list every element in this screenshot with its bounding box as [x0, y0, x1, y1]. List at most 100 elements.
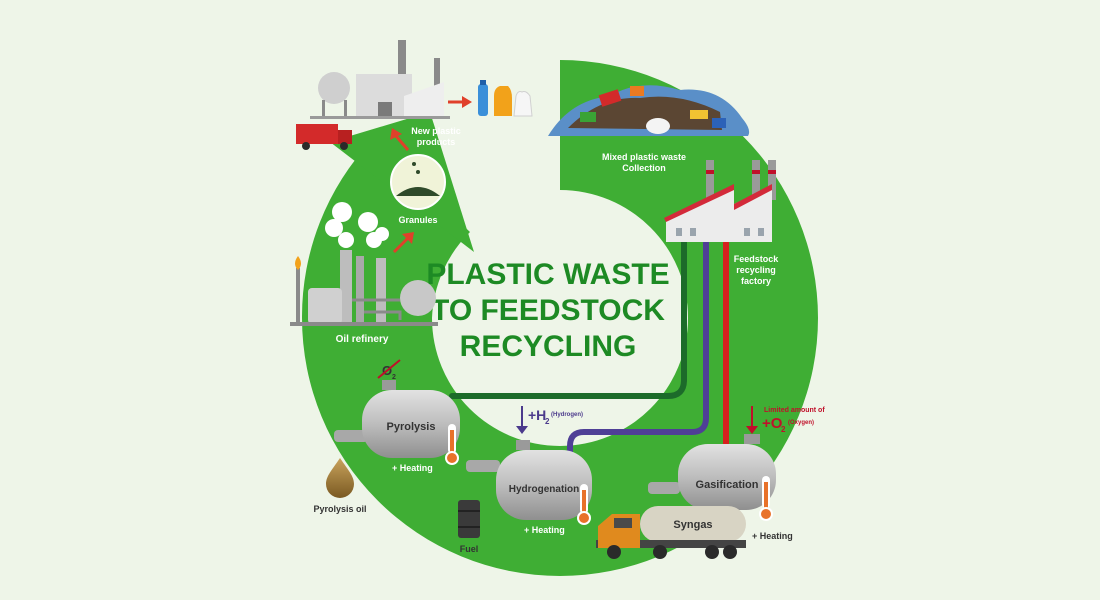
plastics-ground	[310, 116, 450, 119]
title-line-1: PLASTIC WASTE	[426, 258, 669, 291]
title-line-3: RECYCLING	[460, 330, 637, 363]
hydrogen-arrow-head	[516, 426, 528, 434]
truck-chassis	[596, 540, 746, 548]
hydrogenation-thermometer	[577, 484, 591, 525]
pyrolysis-label: Pyrolysis	[387, 421, 436, 433]
hydrogenation-cap	[516, 440, 530, 450]
plastics-building-side	[404, 82, 444, 116]
chimney-stripe-3	[768, 170, 776, 174]
plastics-silo	[318, 72, 350, 104]
oxygen-formula: +O	[762, 415, 783, 432]
granule-drop-2	[412, 162, 416, 166]
gasification-cap	[744, 434, 760, 444]
title-line-2: TO FEEDSTOCK	[431, 294, 665, 327]
factory-window-2	[690, 228, 696, 236]
gasification-label: Gasification	[696, 479, 759, 491]
waste-item-green	[580, 112, 596, 122]
refinery-flare-stack	[296, 268, 300, 326]
hydrogenation-tank: Hydrogenation	[466, 440, 592, 520]
hydrogenation-thermo-level	[582, 490, 586, 514]
arrow-granules-to-products-head	[390, 128, 402, 140]
waste-item-blue	[712, 118, 726, 128]
fuel-barrel	[458, 500, 480, 538]
oxygen-input: Limited amount of +O 2 (Oxygen)	[746, 406, 825, 434]
refinery-smoke-6	[375, 227, 389, 241]
pipes	[449, 237, 729, 457]
plastic-waste-pile	[548, 85, 750, 136]
fuel-barrel-ring-1	[458, 510, 480, 512]
plastic-bag-icon	[513, 91, 533, 117]
plastics-door	[378, 102, 392, 116]
products-label-2: products	[417, 137, 456, 147]
refinery-tower-2	[356, 256, 364, 324]
waste-item-yellow	[690, 110, 708, 119]
refinery-tank	[308, 288, 342, 324]
pyrolysis-thermo-level	[450, 430, 454, 454]
fuel-barrel-ring-2	[458, 526, 480, 528]
factory-window-1	[676, 228, 682, 236]
products-label-1: New plastic	[411, 126, 461, 136]
granule-drop-1	[416, 170, 420, 174]
oxygen-name: (Oxygen)	[788, 420, 814, 426]
hydrogenation-label: Hydrogenation	[509, 484, 580, 495]
pyrolysis-thermo-bulb	[445, 451, 459, 465]
pyrolysis-tank: Pyrolysis	[334, 380, 460, 458]
pipe-purple	[567, 237, 709, 457]
truck-wheel-2	[653, 545, 667, 559]
refinery-label: Oil refinery	[336, 334, 389, 345]
pyrolysis-cap	[382, 380, 396, 390]
pyrolysis-outlet	[334, 430, 368, 442]
truck-window	[614, 518, 632, 528]
plastic-products	[478, 80, 533, 117]
arrow-refinery-to-granules-head	[402, 232, 414, 244]
plastics-chimney-2	[434, 58, 440, 88]
arrow-refinery-to-granules	[392, 236, 410, 254]
delivery-truck-box	[296, 124, 338, 144]
fuel-barrel-body	[458, 500, 480, 538]
factory-window-4	[758, 228, 764, 236]
refinery-tower-1	[340, 250, 352, 324]
gasification-thermometer	[759, 476, 773, 521]
bottle-cap-icon	[480, 80, 486, 85]
refinery-sphere	[400, 280, 436, 316]
no-oxygen-symbol: O 2	[377, 359, 401, 381]
factory-label-2: recycling	[736, 265, 776, 275]
truck-tank	[640, 506, 746, 542]
granules-circle	[390, 154, 446, 210]
oil-drop-icon	[326, 458, 354, 498]
collection-label-1: Mixed plastic waste	[602, 152, 686, 162]
factory-chimney-3	[768, 160, 776, 200]
pyrolysis-body	[362, 390, 460, 458]
plastics-chimney-1	[398, 40, 406, 84]
gasification-tank: Gasification	[648, 434, 776, 510]
refinery-smoke-4	[358, 212, 378, 232]
delivery-truck	[296, 124, 352, 150]
factory-chimney-1	[706, 160, 714, 200]
bottle-icon	[478, 84, 488, 116]
granules-pile	[396, 187, 440, 196]
oxygen-note: Limited amount of	[764, 407, 825, 414]
truck-wheel-4	[723, 545, 737, 559]
oxygen-arrow-head	[746, 426, 758, 434]
refinery-flare-flame	[295, 256, 301, 270]
refinery-smoke-1	[332, 202, 352, 222]
syngas-truck: Syngas	[596, 506, 746, 559]
granules	[390, 154, 446, 210]
waste-item-red	[598, 89, 622, 107]
refinery-base	[290, 322, 438, 326]
center-title: PLASTIC WASTE TO FEEDSTOCK RECYCLING	[426, 258, 669, 363]
chimney-stripe-1	[706, 170, 714, 174]
gasification-thermo-bulb	[759, 507, 773, 521]
syngas-label: Syngas	[673, 519, 712, 531]
arrow-granules-to-products	[394, 135, 410, 151]
delivery-truck-cab	[338, 130, 352, 144]
plastics-silo-leg-1	[322, 100, 325, 116]
chimney-stripe-2	[752, 170, 760, 174]
factory-roof	[664, 184, 734, 222]
gasification-body	[678, 444, 776, 510]
factory-label-1: Feedstock	[734, 254, 780, 264]
waste-item-orange	[630, 86, 644, 96]
oxygen-subscript: 2	[781, 425, 786, 434]
hydrogenation-thermo-bulb	[577, 511, 591, 525]
